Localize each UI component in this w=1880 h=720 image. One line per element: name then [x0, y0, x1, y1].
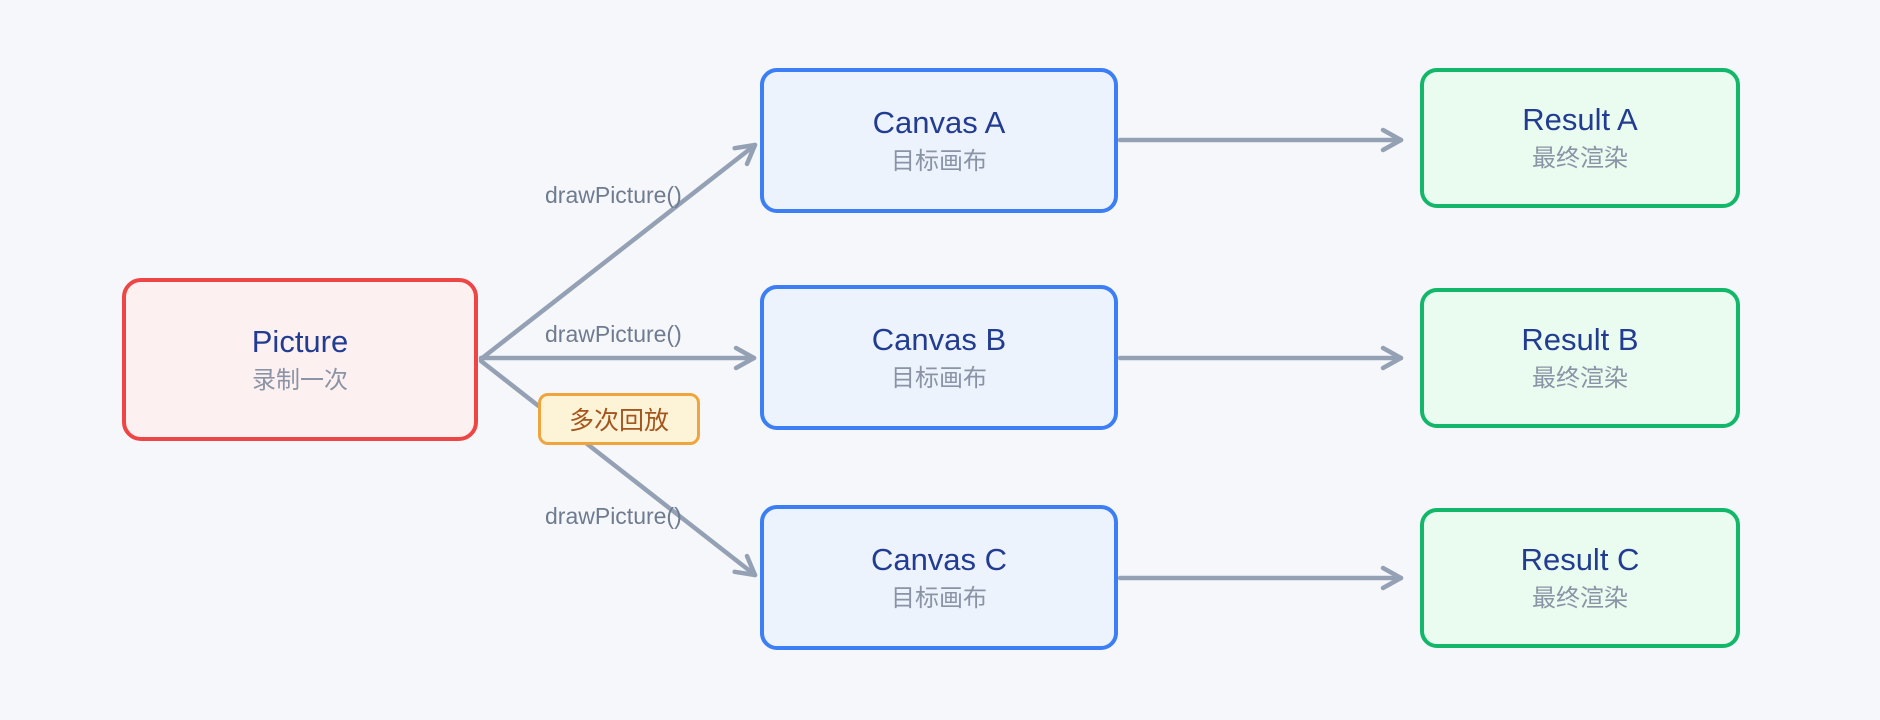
- canvas-b-node-subtitle: 目标画布: [891, 364, 987, 392]
- canvas-a-node-subtitle: 目标画布: [891, 147, 987, 175]
- result-a-node-subtitle: 最终渲染: [1532, 145, 1628, 173]
- canvas-c-node[interactable]: Canvas C 目标画布: [760, 505, 1118, 650]
- result-b-node-title: Result B: [1521, 322, 1639, 358]
- picture-node[interactable]: Picture 录制一次: [122, 278, 478, 441]
- edge-label-draw-picture-a: drawPicture(): [545, 182, 682, 208]
- picture-node-title: Picture: [251, 323, 349, 359]
- result-c-node[interactable]: Result C 最终渲染: [1420, 508, 1740, 648]
- result-a-node-title: Result A: [1522, 102, 1638, 138]
- edge-label-draw-picture-b: drawPicture(): [545, 321, 682, 347]
- result-b-node[interactable]: Result B 最终渲染: [1420, 288, 1740, 428]
- edge-label-draw-picture-c: drawPicture(): [545, 503, 682, 529]
- replay-badge-label: 多次回放: [568, 407, 669, 435]
- result-c-node-subtitle: 最终渲染: [1532, 585, 1628, 613]
- replay-badge: 多次回放: [538, 393, 700, 445]
- canvas-a-node[interactable]: Canvas A 目标画布: [760, 68, 1118, 213]
- canvas-a-node-title: Canvas A: [872, 104, 1006, 140]
- edge-picture-to-canvas-c: [478, 358, 758, 578]
- result-c-node-title: Result C: [1520, 542, 1640, 578]
- picture-node-subtitle: 录制一次: [252, 366, 348, 394]
- result-a-node[interactable]: Result A 最终渲染: [1420, 68, 1740, 208]
- canvas-b-node-title: Canvas B: [871, 321, 1007, 357]
- result-b-node-subtitle: 最终渲染: [1532, 365, 1628, 393]
- canvas-c-node-title: Canvas C: [870, 541, 1008, 577]
- canvas-b-node[interactable]: Canvas B 目标画布: [760, 285, 1118, 430]
- canvas-c-node-subtitle: 目标画布: [891, 584, 987, 612]
- edge-picture-to-canvas-a: [478, 142, 758, 362]
